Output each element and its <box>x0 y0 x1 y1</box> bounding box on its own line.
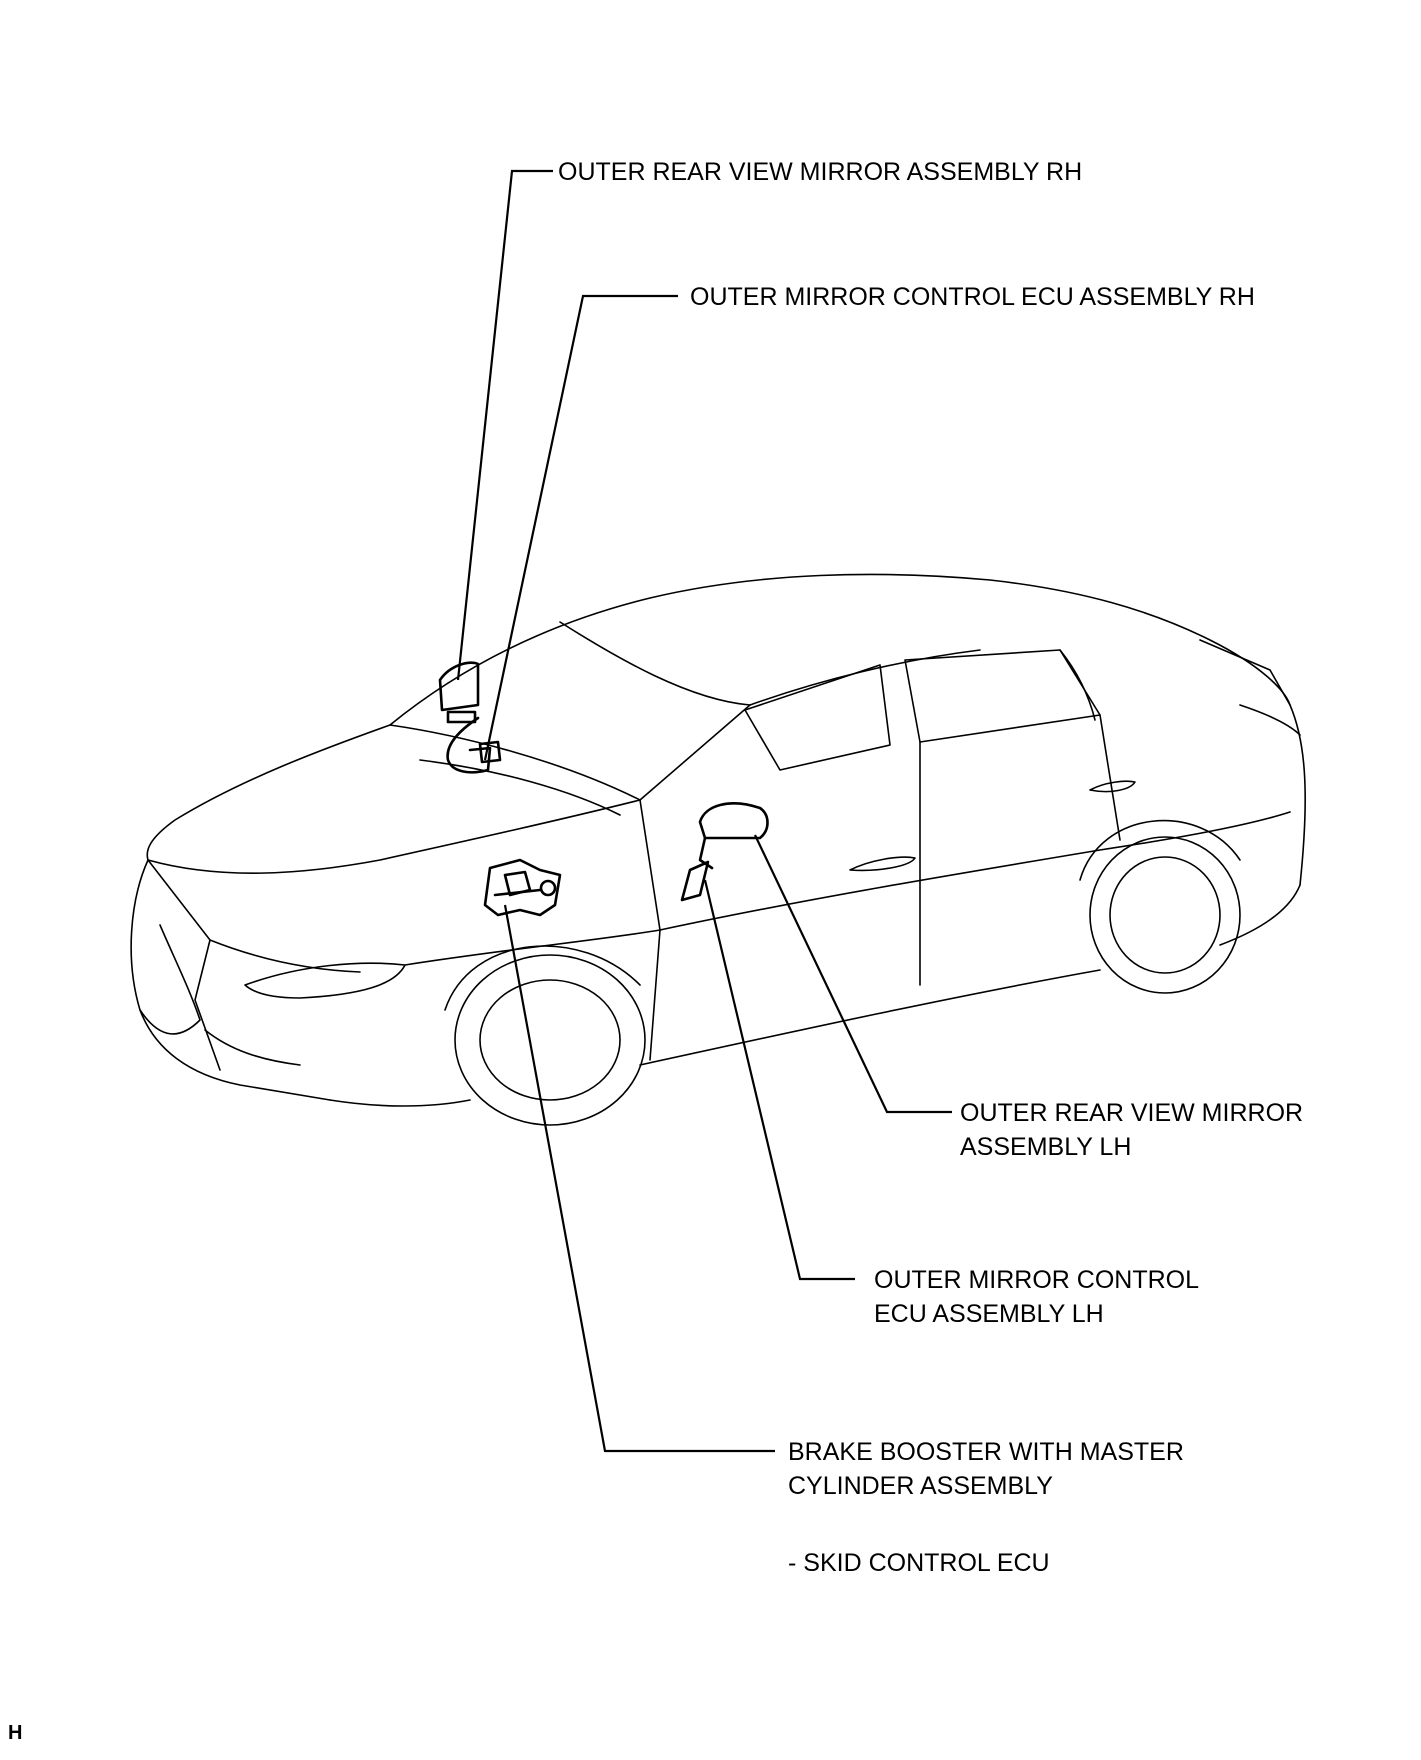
label-outer-rear-view-mirror-rh: OUTER REAR VIEW MIRROR ASSEMBLY RH <box>558 158 1083 186</box>
label-outer-rear-view-mirror-lh-1: OUTER REAR VIEW MIRROR <box>960 1099 1304 1127</box>
brake-booster-part <box>483 858 562 917</box>
leader-lines <box>456 169 952 1453</box>
leader-ecu-lh <box>703 879 855 1281</box>
label-skid-control-ecu: - SKID CONTROL ECU <box>788 1549 1050 1577</box>
mirror-lh-part <box>698 802 769 840</box>
figure-code: H <box>8 1722 23 1744</box>
leader-mirror-lh <box>754 834 952 1114</box>
car-outline <box>130 573 1307 1126</box>
label-brake-booster-1: BRAKE BOOSTER WITH MASTER <box>788 1438 1184 1466</box>
ecu-rh-part <box>446 716 492 774</box>
label-outer-mirror-control-ecu-lh-2: ECU ASSEMBLY LH <box>874 1300 1104 1328</box>
label-outer-mirror-control-ecu-rh: OUTER MIRROR CONTROL ECU ASSEMBLY RH <box>690 283 1255 311</box>
leader-ecu-rh <box>483 294 678 761</box>
mirror-rh-part <box>438 661 480 712</box>
leader-mirror-rh <box>456 169 553 681</box>
label-outer-rear-view-mirror-lh-2: ASSEMBLY LH <box>960 1133 1132 1161</box>
label-outer-mirror-control-ecu-lh-1: OUTER MIRROR CONTROL <box>874 1266 1199 1294</box>
ecu-lh-part <box>680 860 710 902</box>
label-brake-booster-2: CYLINDER ASSEMBLY <box>788 1472 1053 1500</box>
components <box>438 661 769 917</box>
leader-brake <box>503 904 775 1453</box>
